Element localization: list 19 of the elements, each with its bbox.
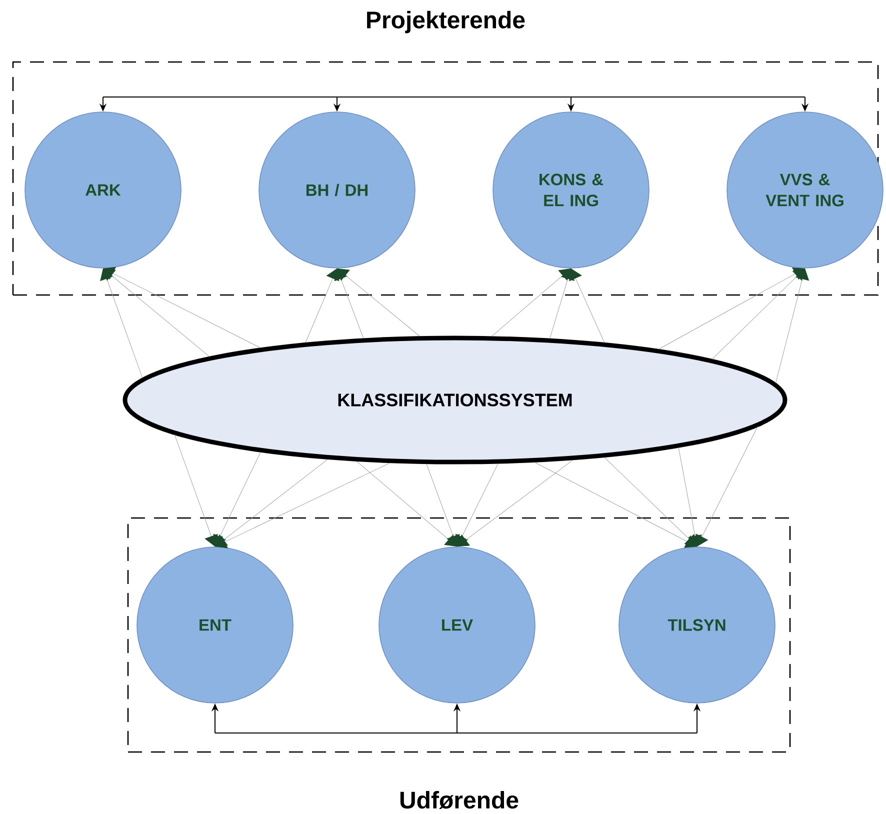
arrow <box>457 460 574 547</box>
bus-line <box>102 96 806 98</box>
circle-node: KONS & EL ING <box>492 112 650 268</box>
node-label: Projekterende <box>367 10 525 34</box>
circle-node: LEV <box>378 546 536 704</box>
circle-node: TILSYN <box>618 546 776 704</box>
arrow <box>215 462 390 548</box>
bus-line <box>214 732 698 734</box>
ellipse-node: KLASSIFIKATIONSSYSTEM <box>122 336 788 464</box>
circle-node: ENT <box>136 546 294 704</box>
arrow <box>775 268 809 384</box>
arrow <box>696 426 758 546</box>
node-label: Udførende <box>400 790 518 810</box>
arrow <box>103 267 261 348</box>
arrow <box>569 268 605 343</box>
circle-node: BH / DH <box>258 112 416 268</box>
circle-node: ARK <box>24 112 182 268</box>
circle-node: VVS & VENT ING <box>726 112 884 268</box>
arrow <box>337 268 420 336</box>
